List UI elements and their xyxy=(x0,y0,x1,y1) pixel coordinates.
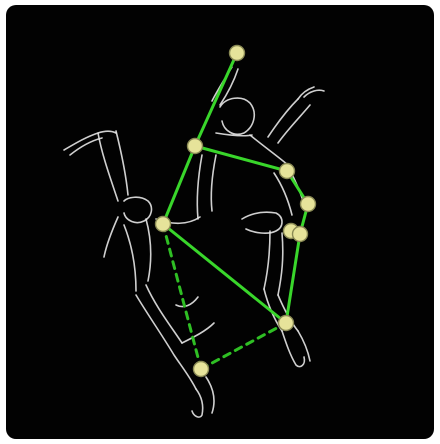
link-right-wrist-right-knee xyxy=(286,234,300,323)
sketch-stroke xyxy=(264,231,270,289)
sketch-stroke xyxy=(124,197,151,222)
image-panel xyxy=(6,5,434,439)
sketch-stroke xyxy=(136,295,196,389)
sketch-stroke xyxy=(250,135,288,165)
sketch-stroke xyxy=(192,389,203,417)
joint-right-knee xyxy=(279,316,294,331)
joint-right-elbow xyxy=(301,197,316,212)
joint-left-foot xyxy=(194,362,209,377)
joint-neck xyxy=(188,139,203,154)
sketch-stroke xyxy=(98,133,118,201)
sketch-stroke xyxy=(268,99,298,137)
joint-right-wrist-b xyxy=(293,227,308,242)
joint-left-hip xyxy=(156,217,171,232)
joint-head xyxy=(230,46,245,61)
joint-right-shoulder xyxy=(280,164,295,179)
link-neck-right-shoulder xyxy=(195,146,287,171)
link-left-foot-right-knee-dashed xyxy=(201,323,286,369)
link-neck-left-hip xyxy=(163,146,195,224)
sketch-stroke xyxy=(116,131,128,195)
sketch-canvas xyxy=(6,5,434,439)
sketch-stroke xyxy=(278,233,283,295)
sketch-stroke xyxy=(197,155,202,219)
sketch-stroke xyxy=(278,105,310,143)
sketch-figure-left xyxy=(64,131,214,417)
sketch-stroke xyxy=(242,212,282,233)
sketch-stroke xyxy=(274,173,292,215)
sketch-stroke xyxy=(176,297,198,307)
sketch-stroke xyxy=(206,377,214,413)
sketch-stroke xyxy=(182,323,214,343)
sketch-stroke xyxy=(104,217,118,257)
sketch-stroke xyxy=(124,225,136,291)
sketch-stroke xyxy=(146,285,182,343)
sketch-stroke xyxy=(64,131,116,150)
sketch-stroke xyxy=(211,155,216,211)
sketch-stroke xyxy=(70,138,102,155)
sketch-stroke xyxy=(304,90,324,97)
sketch-stroke xyxy=(146,219,151,281)
sketch-stroke xyxy=(220,98,254,134)
sketch-stroke xyxy=(298,87,314,99)
